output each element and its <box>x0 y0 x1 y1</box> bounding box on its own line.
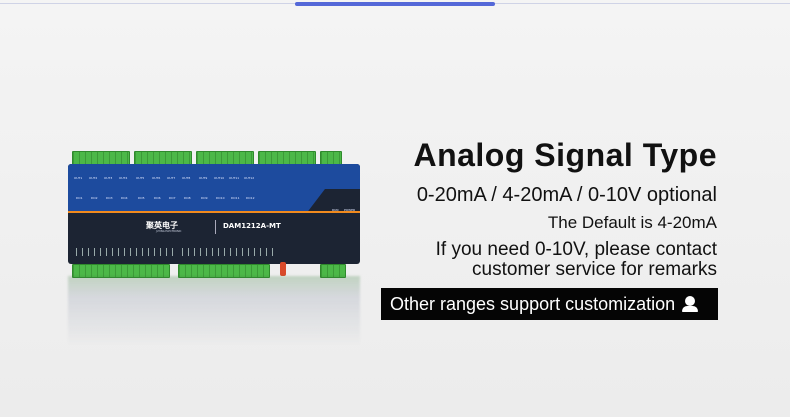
device-body: OUT1 OUT2 OUT3 OUT4 OUT5 OUT6 OUT7 OUT8 OUT9 OUT1… <box>68 164 360 264</box>
do-label: DO7 <box>169 196 176 200</box>
terminal-block <box>72 151 130 165</box>
terminal-block <box>320 264 346 278</box>
customer-service-icon <box>681 295 699 313</box>
output-label: OUT10 <box>214 176 225 180</box>
output-label: OUT12 <box>244 176 255 180</box>
indicator-pins <box>76 248 174 256</box>
do-label: DO5 <box>138 196 145 200</box>
output-label: OUT5 <box>136 176 145 180</box>
indicator-pins <box>182 248 274 256</box>
do-label: DO6 <box>154 196 161 200</box>
do-label: DO10 <box>216 196 225 200</box>
output-label: OUT9 <box>199 176 208 180</box>
output-label: OUT3 <box>104 176 113 180</box>
do-label: DO9 <box>201 196 208 200</box>
default-signal: The Default is 4-20mA <box>547 213 717 232</box>
terminal-block <box>72 264 170 278</box>
antenna-connector <box>280 262 286 276</box>
terminal-block <box>320 151 342 165</box>
output-label: OUT8 <box>182 176 191 180</box>
terminal-block <box>258 151 316 165</box>
output-label: OUT4 <box>119 176 128 180</box>
signal-options: 0-20mA / 4-20mA / 0-10V optional <box>416 184 717 206</box>
do-label: DO3 <box>106 196 113 200</box>
device-reflection <box>68 276 360 346</box>
do-label: DO2 <box>91 196 98 200</box>
output-label: OUT7 <box>167 176 176 180</box>
device-model: DAM1212A-MT <box>223 222 281 230</box>
do-label: DO1 <box>76 196 83 200</box>
customization-banner: Other ranges support customization <box>381 288 718 320</box>
contact-note-line2: customer service for remarks <box>472 259 717 280</box>
power-label: POWER <box>344 208 356 212</box>
brand-separator <box>215 220 216 234</box>
device-blue-panel <box>68 164 360 212</box>
product-image-device: OUT1 OUT2 OUT3 OUT4 OUT5 OUT6 OUT7 OUT8 OUT9 OUT1… <box>68 150 360 278</box>
terminal-block <box>134 151 192 165</box>
brand-name: 聚英电子 <box>146 221 178 230</box>
output-label: OUT11 <box>229 176 240 180</box>
output-label: OUT1 <box>74 176 83 180</box>
do-label: DO4 <box>121 196 128 200</box>
output-label: OUT2 <box>89 176 98 180</box>
device-orange-stripe <box>68 211 360 213</box>
top-accent-bar <box>295 2 495 6</box>
terminal-block <box>196 151 254 165</box>
run-label: RUN <box>332 208 339 212</box>
page-title: Analog Signal Type <box>413 137 717 173</box>
terminal-block <box>178 264 270 278</box>
output-label: OUT6 <box>152 176 161 180</box>
do-label: DO12 <box>246 196 255 200</box>
do-label: DO11 <box>231 196 240 200</box>
brand-name-en: JUYING ELECTRONIC <box>156 230 182 233</box>
customization-label: Other ranges support customization <box>390 293 676 314</box>
contact-note-line1: If you need 0-10V, please contact <box>435 239 717 260</box>
do-label: DO8 <box>184 196 191 200</box>
